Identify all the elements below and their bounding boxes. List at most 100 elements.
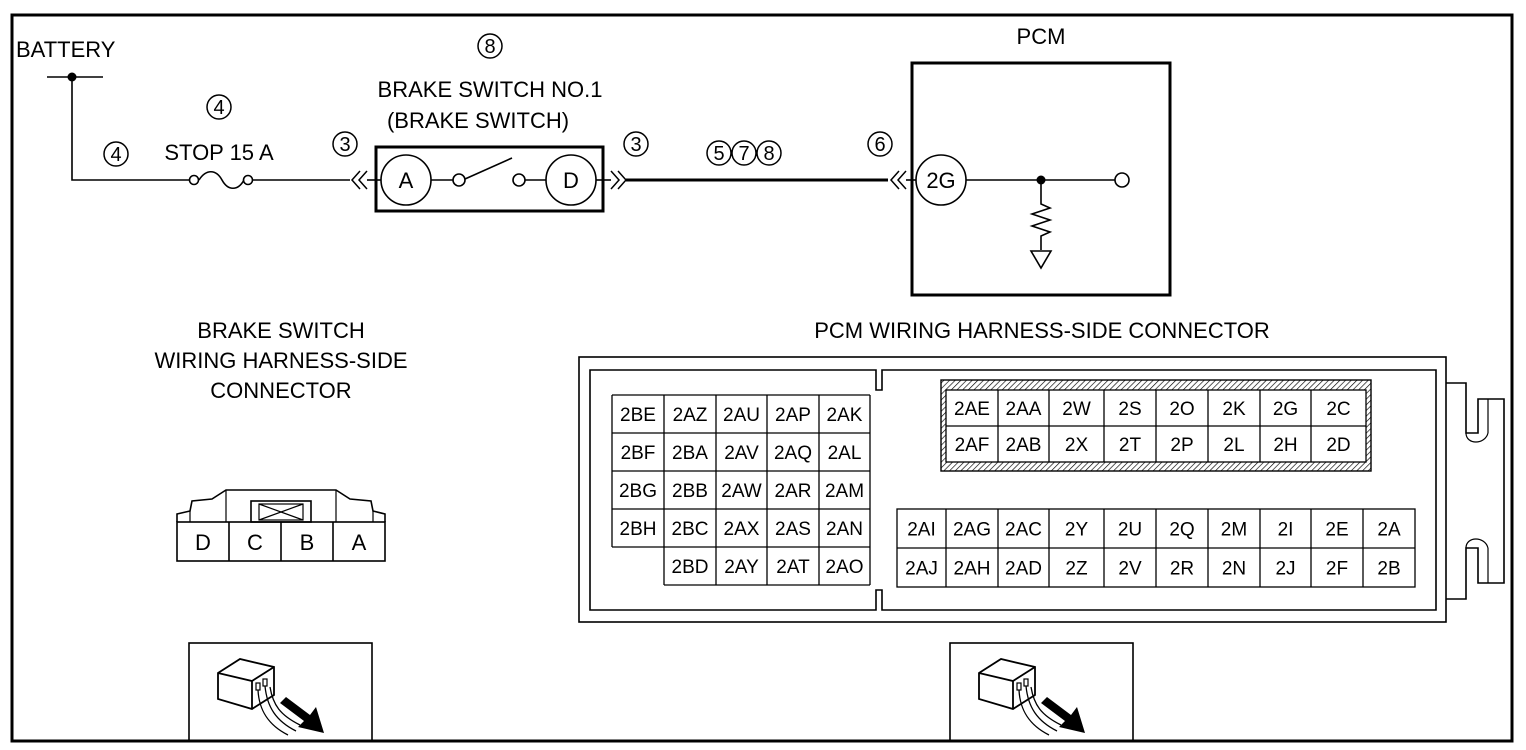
pcm-label: PCM: [1017, 24, 1066, 49]
pcm-pin-2be: 2BE: [620, 405, 656, 426]
pcm-pin-2ap: 2AP: [775, 405, 811, 426]
schematic: BATTERY 4 4 STOP 15 A 3 8 BRAKE SWITCH N…: [16, 24, 1172, 297]
view-icon-right: [949, 642, 1134, 742]
battery-wire: [71, 77, 190, 181]
pcm-pin-2ax: 2AX: [724, 519, 760, 540]
ref-wire-mid-1: 5: [713, 143, 724, 165]
switch-contact-icon: [464, 157, 513, 180]
pcm-pin-2bd: 2BD: [672, 557, 709, 578]
pcm-top-right-block: [946, 390, 1366, 462]
pcm-pin-2av: 2AV: [724, 443, 759, 464]
pcm-pin-2ba: 2BA: [672, 443, 708, 464]
pcm-pin-2t: 2T: [1119, 435, 1142, 456]
pcm-bottom-right-block: [896, 508, 1416, 588]
pcm-pin-2ad: 2AD: [1005, 559, 1042, 580]
pcm-pin-2ab: 2AB: [1006, 435, 1042, 456]
pcm-pin-2au: 2AU: [723, 405, 760, 426]
fuse-icon: [188, 170, 254, 190]
pcm-pin-2i: 2I: [1278, 520, 1294, 541]
pcm-pin-2f: 2F: [1326, 559, 1348, 580]
pcm-pin-2bh: 2BH: [620, 519, 657, 540]
pcm-pin-2ah: 2AH: [954, 559, 991, 580]
pcm-pin-2ao: 2AO: [825, 557, 863, 578]
pcm-left-block: [611, 394, 871, 586]
connector-a-chevron: [350, 170, 368, 190]
pcm-pin-2ae: 2AE: [954, 399, 990, 420]
pcm-pin-2u: 2U: [1118, 520, 1142, 541]
pcm-pin-2an: 2AN: [826, 519, 863, 540]
pcm-pin-2at: 2AT: [776, 557, 810, 578]
svg-text:A: A: [399, 168, 414, 193]
diagram-frame: [10, 13, 1514, 743]
pcm-pin-2s: 2S: [1118, 399, 1141, 420]
brake-connector-title-3: CONNECTOR: [210, 378, 351, 403]
ref-fuse: 4: [213, 97, 224, 119]
switch-title-2: (BRAKE SWITCH): [387, 108, 569, 133]
ground-icon: [1029, 250, 1053, 270]
pcm-connector-latch: [1446, 382, 1505, 600]
pcm-pin-2ay: 2AY: [724, 557, 759, 578]
brake-connector-housing: [176, 489, 386, 522]
connector-pcm-chevron: [889, 170, 907, 190]
connector-view-icon: [217, 658, 324, 736]
pcm-pin-2e: 2E: [1325, 520, 1348, 541]
pcm-pin-2w: 2W: [1062, 399, 1091, 420]
pcm-pin-2z: 2Z: [1065, 559, 1088, 580]
pcm-pin-2ak: 2AK: [827, 405, 863, 426]
pcm-pin-2aa: 2AA: [1006, 399, 1042, 420]
pcm-connector: PCM WIRING HARNESS-SIDE CONNECTOR: [578, 318, 1505, 623]
ref-wire-left: 4: [110, 144, 121, 166]
view-icon-left: [188, 642, 373, 742]
ref-wire-mid-3: 8: [763, 143, 774, 165]
pcm-pin-2g: 2G: [1273, 399, 1298, 420]
pcm-pin-2r: 2R: [1170, 559, 1194, 580]
pcm-pin-2aw: 2AW: [721, 481, 762, 502]
pcm-pin-2am: 2AM: [825, 481, 864, 502]
pcm-pin-2j: 2J: [1275, 559, 1295, 580]
fuse-label: STOP 15 A: [164, 140, 274, 165]
pcm-box: [910, 61, 1172, 297]
pcm-pin-2aj: 2AJ: [905, 559, 938, 580]
pcm-pin-2k: 2K: [1222, 399, 1246, 420]
pcm-pin-2as: 2AS: [775, 519, 811, 540]
pcm-pin-2c: 2C: [1326, 399, 1350, 420]
pcm-pin-2p: 2P: [1170, 435, 1193, 456]
pcm-connector-housing: [578, 356, 1447, 623]
brake-pin-b: B: [300, 530, 315, 555]
pcm-connector-title: PCM WIRING HARNESS-SIDE CONNECTOR: [814, 318, 1270, 343]
arrow-icon: [280, 697, 324, 733]
pcm-pin-2ai: 2AI: [907, 520, 936, 541]
svg-text:D: D: [563, 168, 579, 193]
pcm-pin-2q: 2Q: [1169, 520, 1194, 541]
pcm-pin-2bf: 2BF: [621, 443, 656, 464]
pcm-pin-2x: 2X: [1065, 435, 1089, 456]
pcm-pin-2bg: 2BG: [619, 481, 657, 502]
pcm-pin-2m: 2M: [1221, 520, 1247, 541]
svg-text:2G: 2G: [926, 168, 955, 193]
brake-pin-a: A: [352, 530, 367, 555]
pcm-pin-2o: 2O: [1169, 399, 1194, 420]
pcm-pin-2ac: 2AC: [1005, 520, 1042, 541]
ref-switch: 8: [484, 36, 495, 58]
brake-switch-connector: BRAKE SWITCH WIRING HARNESS-SIDE CONNECT…: [154, 318, 408, 562]
brake-connector-title-2: WIRING HARNESS-SIDE: [154, 348, 407, 373]
pcm-pin-2af: 2AF: [955, 435, 990, 456]
pcm-pin-2v: 2V: [1118, 559, 1142, 580]
pcm-pin-2h: 2H: [1273, 435, 1297, 456]
pcm-pin-2aq: 2AQ: [774, 443, 812, 464]
brake-pin-d: D: [195, 530, 211, 555]
battery-label: BATTERY: [16, 37, 116, 62]
pcm-pin-2l: 2L: [1223, 435, 1244, 456]
brake-switch-box: [374, 145, 605, 213]
pcm-pin-2ag: 2AG: [953, 520, 991, 541]
ref-wire-mid-2: 7: [738, 143, 749, 165]
arrow-icon: [1041, 697, 1085, 733]
brake-connector-title-1: BRAKE SWITCH: [197, 318, 364, 343]
pcm-pin-2y: 2Y: [1065, 520, 1089, 541]
pcm-pin-2az: 2AZ: [673, 405, 708, 426]
pcm-pin-2ar: 2AR: [775, 481, 812, 502]
connector-view-icon: [978, 658, 1085, 736]
ref-conn-a: 3: [339, 134, 350, 156]
connector-d-chevron: [610, 170, 628, 190]
